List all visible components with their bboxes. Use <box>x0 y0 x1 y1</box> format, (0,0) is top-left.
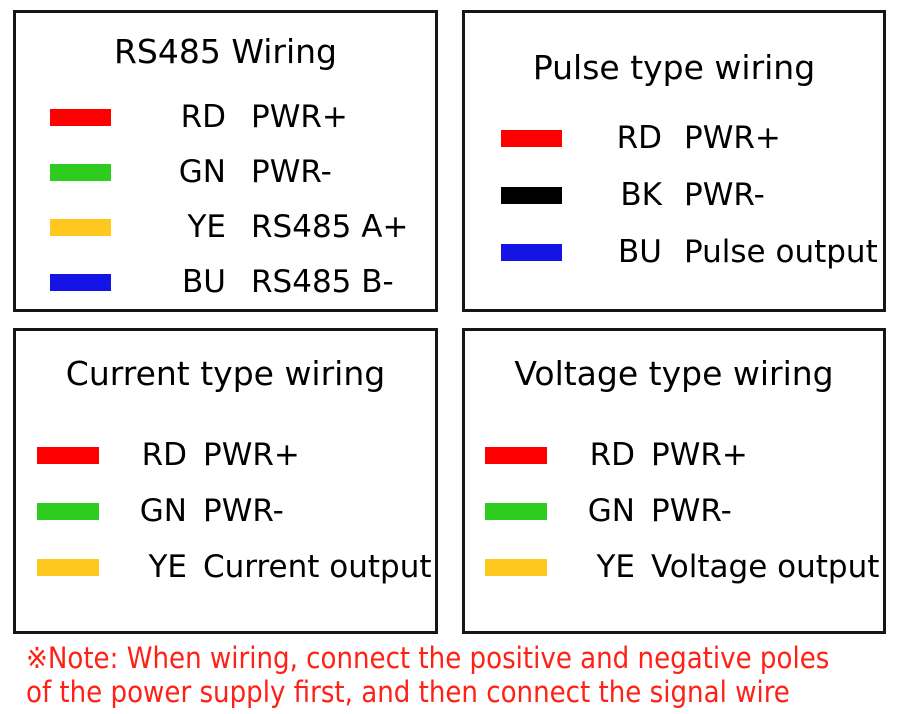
wire-color-swatch-yellow <box>50 218 111 236</box>
wire-code-label: RD <box>616 119 662 156</box>
wire-code-label: YE <box>596 549 635 586</box>
wire-code-label: RD <box>180 98 226 135</box>
wire-code-label: BK <box>620 176 662 213</box>
wire-function-label: PWR- <box>203 493 284 530</box>
wire-function-label: Current output <box>203 549 432 586</box>
wire-code-label: RD <box>589 437 635 474</box>
wire-code-label: YE <box>187 208 226 245</box>
wiring-note: ※Note: When wiring, connect the positive… <box>26 641 886 709</box>
wire-function-label: PWR+ <box>651 437 748 474</box>
wire-row: YE Current output <box>16 540 435 596</box>
wire-function-label: RS485 B- <box>251 263 394 300</box>
wire-function-label: PWR+ <box>203 437 300 474</box>
wire-color-swatch-green <box>50 163 111 181</box>
wire-row: GN PWR- <box>16 484 435 540</box>
wire-row: RD PWR+ <box>465 110 883 167</box>
note-line: of the power supply first, and then conn… <box>26 675 790 709</box>
wire-color-swatch-blue <box>50 273 111 291</box>
wire-function-label: PWR- <box>651 493 732 530</box>
wire-row: BK PWR- <box>465 167 883 224</box>
wire-color-swatch-yellow <box>37 559 99 577</box>
wire-row: BU Pulse output <box>465 224 883 281</box>
wire-row: YE RS485 A+ <box>16 200 435 255</box>
wire-color-swatch-red <box>50 108 111 126</box>
wire-code-label: GN <box>587 493 635 530</box>
panel-title: RS485 Wiring <box>113 32 338 71</box>
wire-row-list: RD PWR+ GN PWR- YE RS485 A+ BU RS485 B- <box>16 90 435 310</box>
panel-title: Pulse type wiring <box>532 48 816 87</box>
wire-code-label: GN <box>178 153 226 190</box>
wire-function-label: PWR+ <box>684 119 781 156</box>
wire-color-swatch-red <box>37 447 99 465</box>
wire-code-label: GN <box>139 493 187 530</box>
wire-code-label: RD <box>141 437 187 474</box>
wire-color-swatch-green <box>37 503 99 521</box>
wire-function-label: PWR+ <box>251 98 348 135</box>
panel-title: Current type wiring <box>65 354 386 393</box>
wire-color-swatch-red <box>501 129 562 147</box>
wire-function-label: Pulse output <box>684 233 878 270</box>
wire-function-label: Voltage output <box>651 549 880 586</box>
wire-color-swatch-blue <box>501 243 562 261</box>
wire-row-list: RD PWR+ GN PWR- YE Voltage output <box>465 428 883 596</box>
wire-row-list: RD PWR+ GN PWR- YE Current output <box>16 428 435 596</box>
wire-color-swatch-black <box>501 186 562 204</box>
wire-code-label: YE <box>148 549 187 586</box>
wire-row: BU RS485 B- <box>16 255 435 310</box>
wire-row: GN PWR- <box>16 145 435 200</box>
wire-row: RD PWR+ <box>465 428 883 484</box>
wire-function-label: PWR- <box>251 153 332 190</box>
wire-row: RD PWR+ <box>16 90 435 145</box>
panel-title: Voltage type wiring <box>514 354 834 393</box>
wire-function-label: RS485 A+ <box>251 208 409 245</box>
note-line: ※Note: When wiring, connect the positive… <box>26 641 830 675</box>
wire-function-label: PWR- <box>684 176 765 213</box>
wire-color-swatch-green <box>485 503 547 521</box>
wire-row-list: RD PWR+ BK PWR- BU Pulse output <box>465 110 883 281</box>
wire-color-swatch-yellow <box>485 559 547 577</box>
wire-row: RD PWR+ <box>16 428 435 484</box>
wire-row: YE Voltage output <box>465 540 883 596</box>
wire-row: GN PWR- <box>465 484 883 540</box>
wire-color-swatch-red <box>485 447 547 465</box>
wire-code-label: BU <box>618 233 662 270</box>
wire-code-label: BU <box>182 263 226 300</box>
